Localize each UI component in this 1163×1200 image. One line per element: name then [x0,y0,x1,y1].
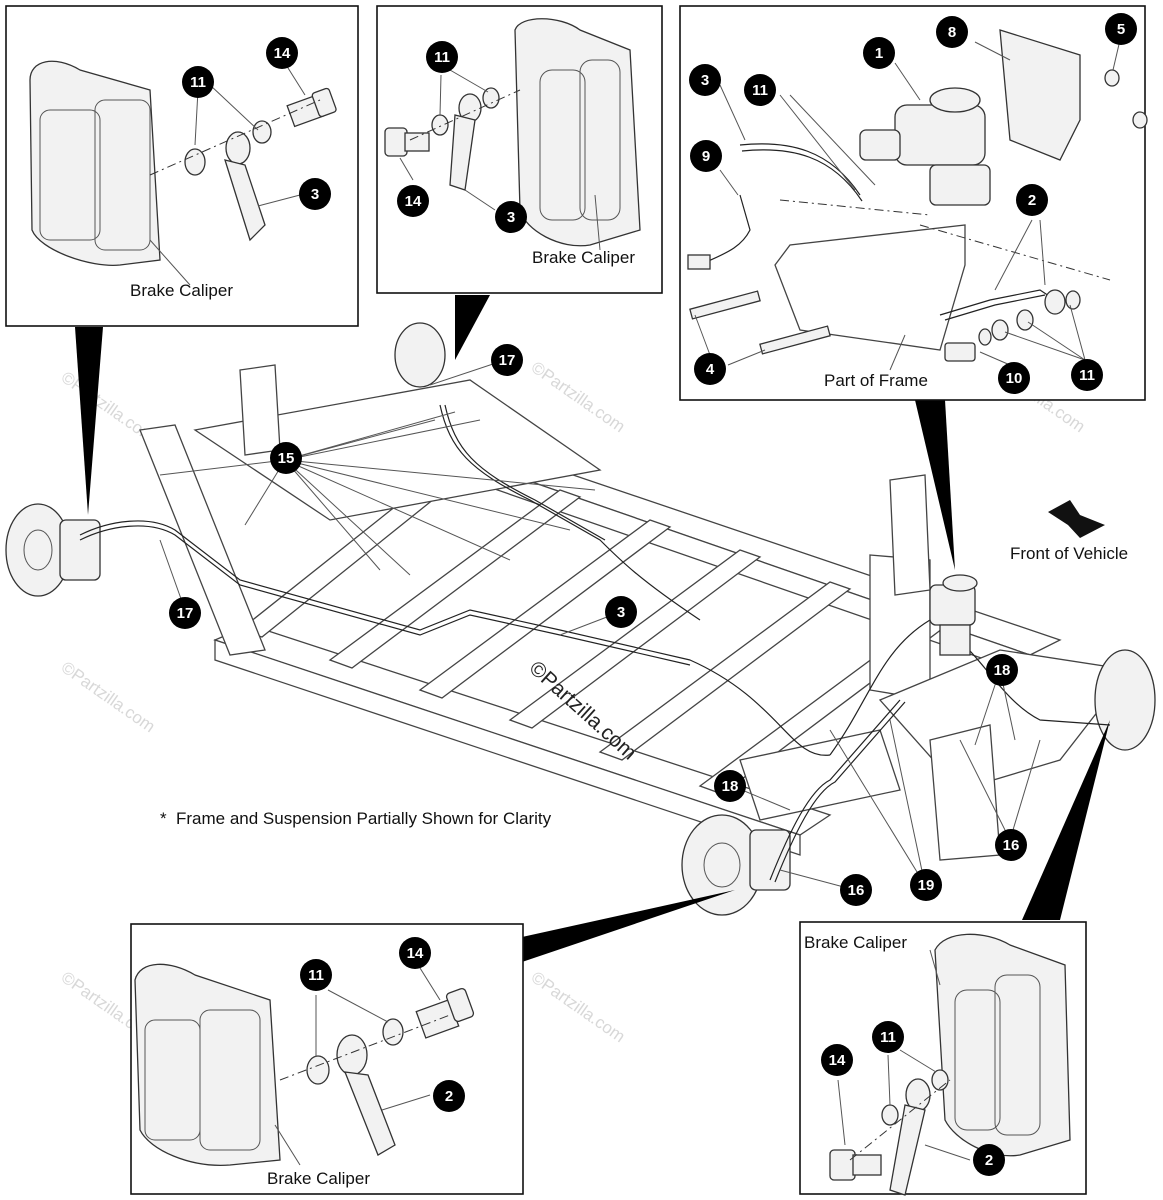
svg-text:15: 15 [278,450,295,467]
callout-5-top-right: 5 [1105,13,1137,45]
detail-box-top-left: Brake Caliper [5,5,359,327]
callout-4-top-right: 4 [694,353,726,385]
svg-text:18: 18 [994,662,1011,679]
callout-19: 19 [910,869,942,901]
callout-3-main: 3 [605,596,637,628]
svg-text:4: 4 [706,361,715,378]
svg-text:3: 3 [701,72,709,89]
callout-14-bottom-left: 14 [399,937,431,969]
callout-17-rear-right: 17 [491,344,523,376]
svg-text:2: 2 [985,1152,993,1169]
svg-text:17: 17 [177,605,194,622]
svg-text:2: 2 [445,1088,453,1105]
svg-text:11: 11 [190,74,206,91]
callout-2-bottom-right: 2 [973,1144,1005,1176]
svg-text:14: 14 [274,45,291,62]
callout-2-top-right: 2 [1016,184,1048,216]
callout-18-front-left: 18 [714,770,746,802]
rear-right-hub [394,322,446,388]
svg-text:16: 16 [848,882,865,899]
watermark-faint-5: ©Partzilla.com [528,358,629,437]
svg-text:18: 18 [722,778,739,795]
callout-16-front-left: 16 [840,874,872,906]
label-brake-caliper-bl: Brake Caliper [267,1169,370,1188]
front-arrow: Front of Vehicle [1010,500,1128,563]
detail-box-top-center: Brake Caliper [376,5,663,294]
callouts: 11 14 3 11 14 3 1 8 5 3 11 9 2 4 10 11 1… [169,13,1137,1176]
callout-11-bottom-right: 11 [872,1021,904,1053]
watermark-faint-3: ©Partzilla.com [58,658,159,737]
svg-text:16: 16 [1003,837,1020,854]
callout-11-top-right: 11 [744,74,776,106]
svg-text:11: 11 [880,1029,896,1046]
svg-text:9: 9 [702,148,710,165]
svg-text:11: 11 [308,967,324,984]
label-brake-caliper-tl: Brake Caliper [130,281,233,300]
svg-text:14: 14 [407,945,424,962]
master-cylinder-main [929,574,978,656]
svg-text:19: 19 [918,877,935,894]
label-note: Frame and Suspension Partially Shown for… [176,809,552,828]
svg-text:11: 11 [434,49,450,66]
svg-text:17: 17 [499,352,516,369]
svg-text:8: 8 [948,24,956,41]
callout-11b-top-right: 11 [1071,359,1103,391]
svg-text:3: 3 [311,186,319,203]
label-note-star: * [160,809,167,828]
detail-connectors [75,295,1110,962]
label-part-of-frame: Part of Frame [824,371,928,390]
callout-14-bottom-right: 14 [821,1044,853,1076]
svg-text:3: 3 [507,209,515,226]
callout-9-top-right: 9 [690,140,722,172]
vehicle-frame [139,364,1132,861]
label-brake-caliper-tc: Brake Caliper [532,248,635,267]
callout-11-top-left: 11 [182,66,214,98]
main-leaders [159,359,1041,891]
svg-text:10: 10 [1006,370,1023,387]
callout-3-top-center: 3 [495,201,527,233]
svg-text:2: 2 [1028,192,1036,209]
callout-11-bottom-left: 11 [300,959,332,991]
arrow-icon [1048,500,1105,538]
callout-2-bottom-left: 2 [433,1080,465,1112]
callout-17-rear-left: 17 [169,597,201,629]
callout-3-top-left: 3 [299,178,331,210]
callout-18-front-right: 18 [986,654,1018,686]
callout-14-top-center: 14 [397,185,429,217]
callout-10-top-right: 10 [998,362,1030,394]
label-brake-caliper-br: Brake Caliper [804,933,907,952]
svg-text:11: 11 [1079,367,1095,384]
svg-text:3: 3 [617,604,625,621]
callout-14-top-left: 14 [266,37,298,69]
svg-text:11: 11 [752,82,768,99]
svg-text:1: 1 [875,45,883,62]
callout-15: 15 [270,442,302,474]
svg-text:5: 5 [1117,21,1125,38]
callout-3-top-right: 3 [689,64,721,96]
svg-text:14: 14 [405,193,422,210]
detail-box-top-right: Part of Frame [679,5,1148,401]
label-front-of-vehicle: Front of Vehicle [1010,544,1128,563]
callout-11-top-center: 11 [426,41,458,73]
callout-8-top-right: 8 [936,16,968,48]
callout-1-top-right: 1 [863,37,895,69]
svg-text:14: 14 [829,1052,846,1069]
watermark-faint-6: ©Partzilla.com [528,968,629,1047]
callout-16-front-right: 16 [995,829,1027,861]
